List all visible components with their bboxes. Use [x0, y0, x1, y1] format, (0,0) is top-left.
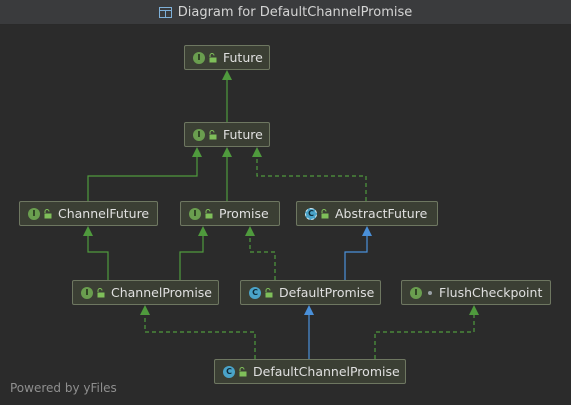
edge-arrowhead [304, 305, 314, 315]
node-label: FlushCheckpoint [439, 285, 543, 300]
edge-arrowhead [198, 226, 208, 236]
interface-badge-icon: I [410, 286, 422, 299]
abstract-class-badge-icon: C [305, 207, 317, 220]
package-private-dot-icon [428, 290, 432, 295]
edge-channelFuture-to-future2 [87, 147, 202, 201]
lock-open-icon [239, 366, 247, 376]
node-label: DefaultPromise [279, 285, 375, 300]
edge-arrowhead [252, 147, 262, 157]
diagram-icon [158, 6, 172, 18]
node-future-top[interactable]: I Future [184, 45, 270, 70]
diagram-canvas[interactable]: I Future I Future I ChannelFuture I Prom… [0, 25, 571, 405]
edge-defaultChannelPromise-to-defaultPromise [304, 305, 314, 359]
node-abstract-future[interactable]: C AbstractFuture [296, 201, 438, 226]
lock-open-icon [205, 208, 213, 218]
node-channel-future[interactable]: I ChannelFuture [19, 201, 158, 226]
class-badge-icon: C [249, 286, 261, 299]
node-label: Future [223, 127, 263, 142]
node-label: ChannelPromise [111, 285, 213, 300]
lock-open-icon [265, 287, 273, 297]
node-label: Future [223, 50, 263, 65]
edge-abstractFuture-to-future2 [252, 147, 367, 201]
edge-arrowhead [83, 226, 93, 236]
node-future-middle[interactable]: I Future [184, 122, 270, 147]
powered-by-footer: Powered by yFiles [10, 381, 117, 395]
lock-open-icon [321, 208, 329, 218]
interface-badge-icon: I [81, 286, 93, 299]
edge-promise-to-future2 [222, 147, 232, 201]
edge-arrowhead [192, 147, 202, 157]
node-label: AbstractFuture [335, 206, 428, 221]
lock-open-icon [97, 287, 105, 297]
edge-arrowhead [362, 226, 372, 236]
edge-defaultChannelPromise-to-channelPromise [140, 305, 256, 359]
edge-arrowhead [140, 305, 150, 315]
edge-future2-to-future1 [222, 70, 232, 122]
node-channel-promise[interactable]: I ChannelPromise [72, 280, 219, 305]
interface-badge-icon: I [193, 51, 205, 64]
node-flush-checkpoint[interactable]: I FlushCheckpoint [401, 280, 551, 305]
node-default-channel-promise[interactable]: C DefaultChannelPromise [214, 359, 406, 384]
edge-arrowhead [222, 147, 232, 157]
edge-arrowhead [222, 70, 232, 80]
window-title: Diagram for DefaultChannelPromise [177, 4, 413, 20]
interface-badge-icon: I [189, 207, 201, 220]
edge-channelPromise-to-channelFuture [83, 226, 109, 280]
node-label: DefaultChannelPromise [253, 364, 400, 379]
edge-channelPromise-to-promise [179, 226, 208, 280]
lock-open-icon [209, 52, 217, 62]
edge-layer [83, 70, 479, 359]
edge-arrowhead [469, 305, 479, 315]
node-label: Promise [219, 206, 269, 221]
lock-open-icon [44, 208, 52, 218]
interface-badge-icon: I [28, 207, 40, 220]
edge-defaultPromise-to-abstractFuture [344, 226, 372, 280]
interface-badge-icon: I [193, 128, 205, 141]
edge-arrowhead [245, 226, 255, 236]
edge-defaultChannelPromise-to-flushCheckpoint [374, 305, 479, 359]
edge-defaultPromise-to-promise [245, 226, 276, 280]
node-promise[interactable]: I Promise [180, 201, 280, 226]
node-default-promise[interactable]: C DefaultPromise [240, 280, 381, 305]
lock-open-icon [209, 129, 217, 139]
window-title-bar: Diagram for DefaultChannelPromise [0, 0, 571, 25]
node-label: ChannelFuture [58, 206, 150, 221]
class-badge-icon: C [223, 365, 235, 378]
